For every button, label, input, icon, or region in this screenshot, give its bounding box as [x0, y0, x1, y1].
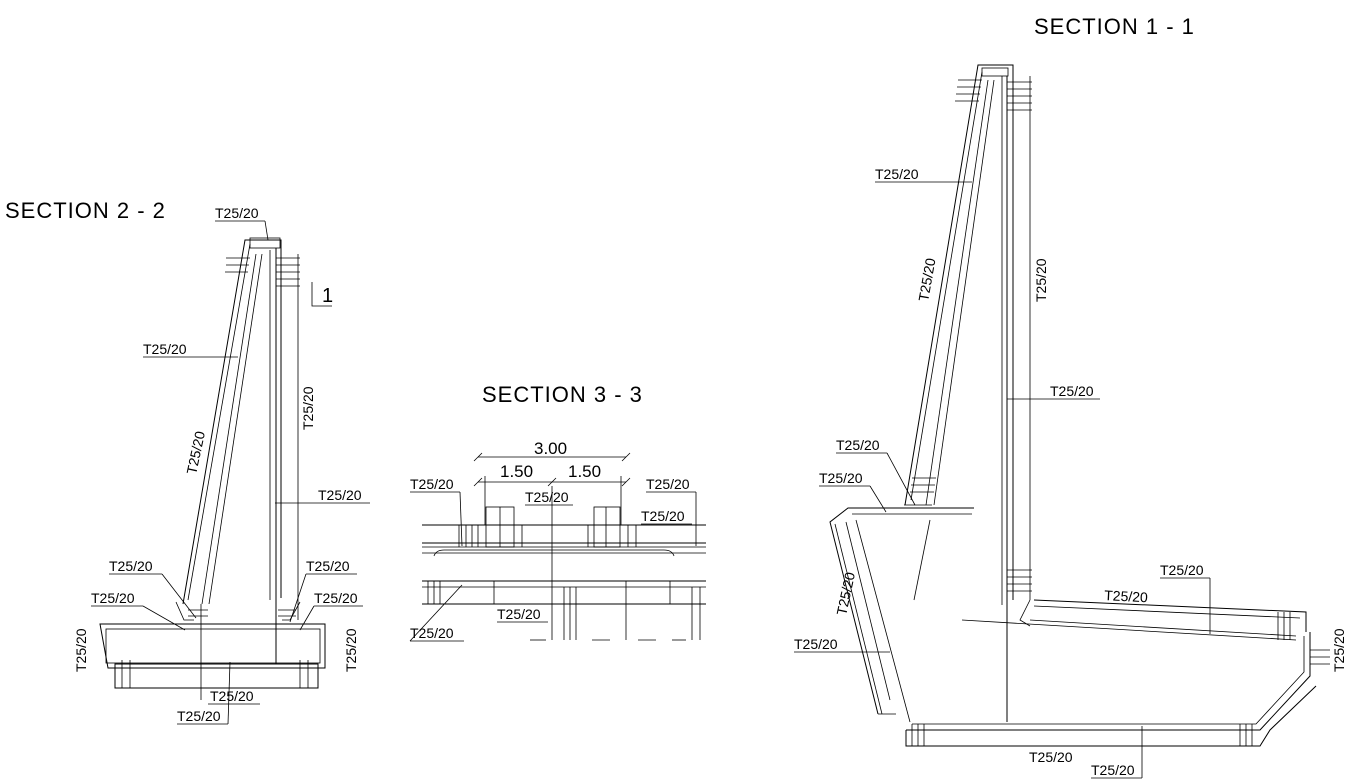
s22-label-stem-vertical: T25/20 [300, 386, 316, 430]
s11-base-outline [906, 632, 1311, 731]
s22-footing-outline [99, 623, 326, 669]
section-2-2-title: SECTION 2 - 2 [5, 198, 166, 223]
s11-label-toe-face: T25/20 [833, 570, 858, 616]
s33-label-top-right: T25/20 [646, 476, 690, 492]
s22-section-mark: 1 [322, 285, 333, 307]
s33-label-top-center: T25/20 [525, 489, 569, 505]
s33-dim-total: 3.00 [534, 439, 567, 458]
s33-label-bottom-center: T25/20 [497, 606, 541, 622]
s11-heel-outline [1033, 599, 1307, 632]
s22-label-stem-inclined: T25/20 [183, 429, 208, 475]
s11-label-base-bottom: T25/20 [1029, 749, 1073, 765]
s22-blinding [114, 663, 319, 689]
s22-label-top: T25/20 [215, 205, 259, 221]
s11-label-heel-top: T25/20 [1160, 562, 1204, 578]
section-1-1-drawing [794, 64, 1330, 779]
s22-labels [91, 220, 370, 725]
s22-stem-outline [182, 239, 282, 605]
s11-stem-outline [904, 64, 1014, 600]
s22-label-outer-face: T25/20 [143, 341, 187, 357]
s22-label-heel: T25/20 [343, 628, 359, 672]
section-1-1-title: SECTION 1 - 1 [1034, 14, 1195, 39]
s22-label-toe: T25/20 [73, 628, 89, 672]
s11-toe-outline [829, 507, 974, 715]
s11-label-inner-face: T25/20 [1050, 383, 1094, 399]
s11-label-heel-end: T25/20 [1331, 628, 1347, 672]
s33-dim-half-left: 1.50 [500, 462, 533, 481]
s11-label-haunch-1: T25/20 [836, 437, 880, 453]
s11-label-heel-slab: T25/20 [1104, 587, 1149, 605]
s11-label-outer-face: T25/20 [875, 166, 919, 182]
s22-label-base-bottom: T25/20 [177, 708, 221, 724]
s22-label-haunch-left-1: T25/20 [109, 558, 153, 574]
section-3-3-title: SECTION 3 - 3 [482, 382, 643, 407]
s22-label-haunch-right-1: T25/20 [306, 558, 350, 574]
s22-label-inner-face: T25/20 [318, 487, 362, 503]
s33-dim-half-right: 1.50 [568, 462, 601, 481]
section-2-2-drawing [99, 237, 332, 700]
s33-label-mid-right: T25/20 [641, 508, 685, 524]
s22-label-haunch-right-2: T25/20 [314, 590, 358, 606]
section-3-3-drawing [409, 452, 706, 642]
s33-label-top-left: T25/20 [410, 476, 454, 492]
s22-label-base-top: T25/20 [210, 688, 254, 704]
s33-label-bottom-left: T25/20 [410, 625, 454, 641]
s11-label-haunch-2: T25/20 [819, 470, 863, 486]
s22-label-haunch-left-2: T25/20 [91, 590, 135, 606]
s11-label-stem-inclined: T25/20 [915, 257, 938, 303]
s11-label-toe-inner: T25/20 [794, 636, 838, 652]
s11-label-base-bottom-2: T25/20 [1091, 762, 1135, 778]
s11-label-stem-vertical: T25/20 [1033, 258, 1049, 302]
